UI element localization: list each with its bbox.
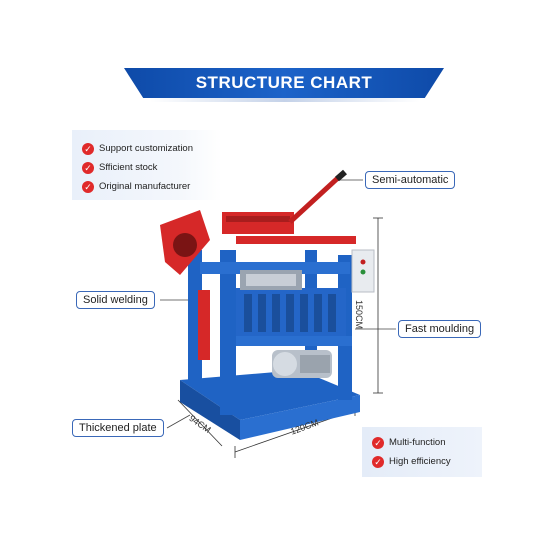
check-icon: ✓ (372, 436, 384, 449)
banner-shadow (150, 98, 420, 102)
check-icon: ✓ (82, 142, 94, 155)
feature-label: Sfficient stock (99, 162, 158, 173)
callout-solid-welding: Solid welding (76, 291, 155, 309)
feature-item: ✓ Multi-function (372, 433, 472, 452)
check-icon: ✓ (82, 161, 94, 174)
control-box (351, 249, 375, 293)
lever-handle (288, 169, 347, 224)
feature-item: ✓ Original manufacturer (82, 177, 212, 196)
callout-semi-automatic: Semi-automatic (365, 171, 456, 189)
page-title: STRUCTURE CHART (195, 73, 373, 92)
vibration-motor (236, 336, 352, 378)
feature-item: ✓ High efficiency (372, 452, 472, 471)
check-icon: ✓ (82, 180, 94, 193)
check-icon: ✓ (372, 455, 384, 468)
feature-label: Original manufacturer (99, 181, 191, 192)
title-banner: STRUCTURE CHART (124, 68, 444, 98)
callout-leader-lines (160, 179, 396, 429)
feature-item: ✓ Sfficient stock (82, 158, 212, 177)
mould-box (236, 270, 346, 336)
feature-item: ✓ Support customization (82, 139, 212, 158)
callout-thickened-plate: Thickened plate (72, 419, 164, 437)
dimension-height-label: 150CM (354, 300, 364, 330)
feature-label: Support customization (99, 143, 193, 154)
feature-label: Multi-function (389, 437, 446, 448)
red-top-frame (222, 212, 356, 244)
features-panel-bottom: ✓ Multi-function ✓ High efficiency (362, 427, 482, 477)
feature-label: High efficiency (389, 456, 451, 467)
callout-fast-moulding: Fast moulding (398, 320, 482, 338)
features-panel-top: ✓ Support customization ✓ Sfficient stoc… (72, 130, 222, 200)
red-side-arm (160, 210, 210, 360)
